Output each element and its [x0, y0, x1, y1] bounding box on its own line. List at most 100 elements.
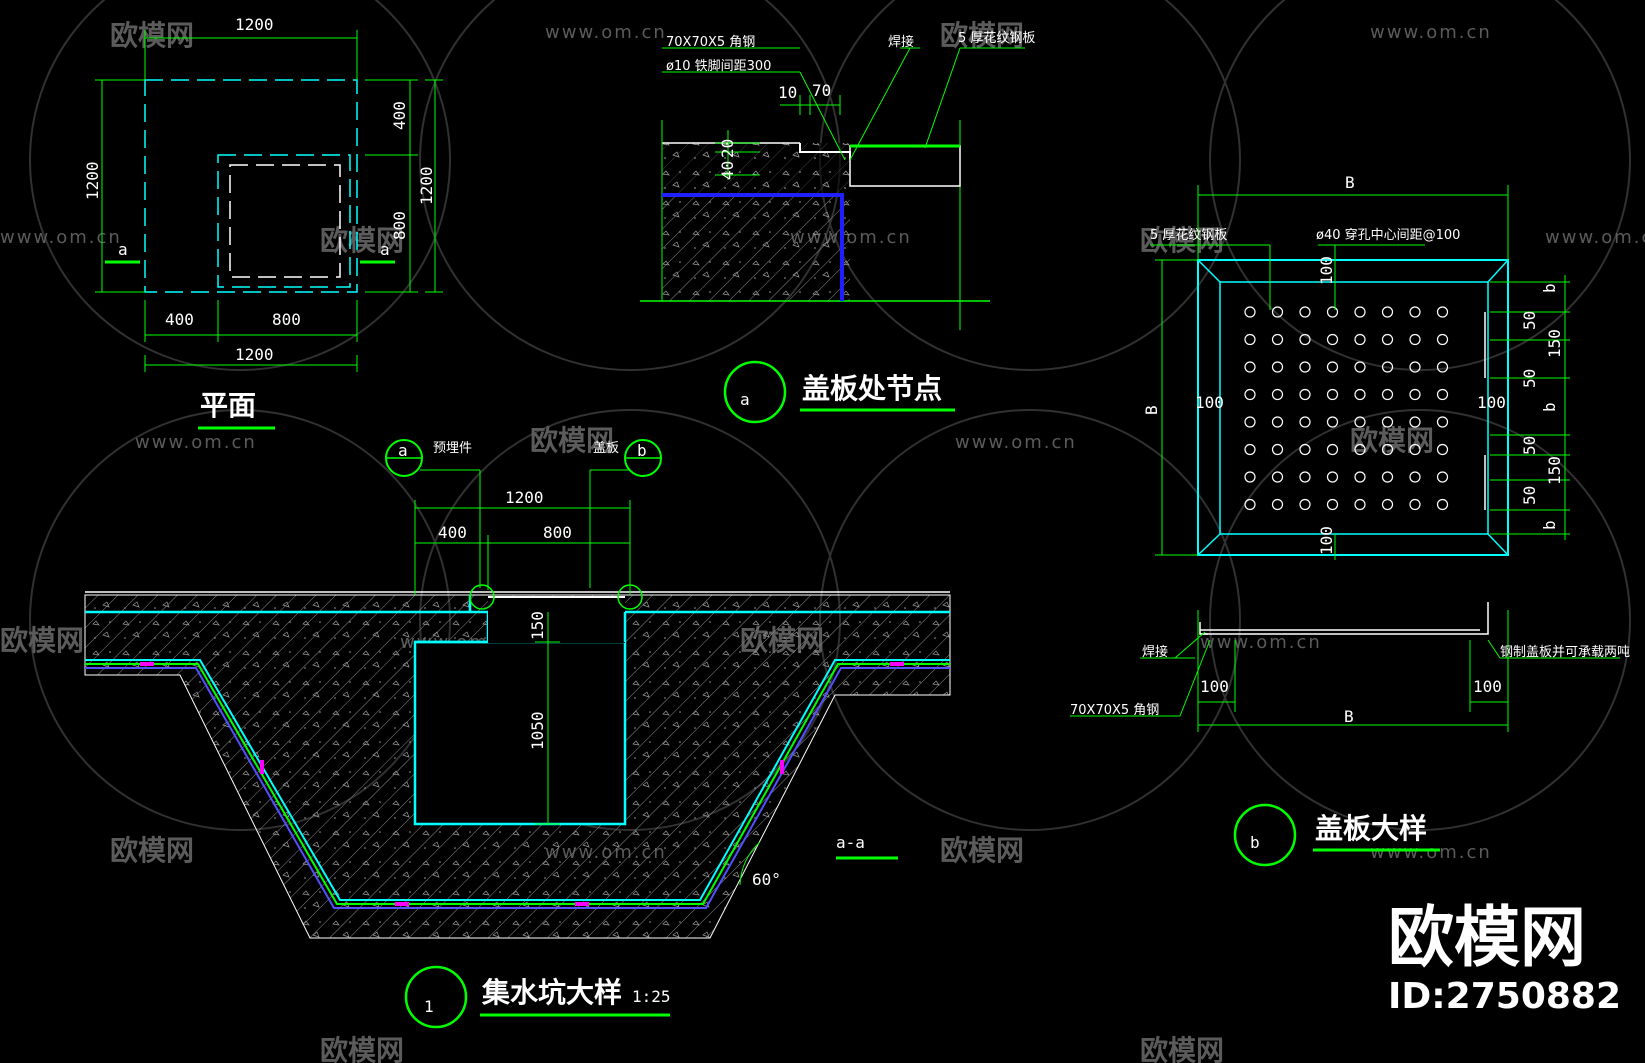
perforation-hole: [1409, 471, 1421, 483]
detail-b-dim-100-side-right: 100: [1473, 677, 1502, 696]
perforation-hole: [1381, 333, 1394, 346]
perforation-hole: [1271, 333, 1284, 346]
perforation-hole: [1326, 361, 1339, 373]
section-cut-label: a-a: [836, 833, 865, 852]
detail-b-dim-150-1: 150: [1545, 329, 1564, 358]
detail-b-dim-100-left: 100: [1195, 393, 1224, 412]
detail-a-symbol: a: [740, 390, 750, 409]
perforation-hole: [1381, 498, 1394, 511]
section-dim-left: 400: [438, 523, 467, 542]
section-cover-label: 盖板: [593, 441, 619, 456]
perforation-hole: [1381, 388, 1394, 401]
brand-logo-text: 欧模网: [1388, 899, 1586, 976]
detail-a-label-angle: 70X70X5 角钢: [666, 35, 755, 50]
section-view: a b 预埋件 盖板 1200 400 800 150 1050 60° a-a…: [84, 439, 951, 1029]
perforation-hole: [1299, 306, 1311, 318]
perforation-hole: [1409, 306, 1421, 318]
watermark-cn: 欧模网: [940, 19, 1024, 52]
plan-dim-bottom-total: 1200: [235, 345, 274, 364]
perforation-hole: [1271, 388, 1284, 401]
detail-b-label-plate: 5 厚花纹钢板: [1150, 227, 1227, 243]
brand-id: ID:2750882: [1388, 976, 1621, 1017]
watermark-cn: 欧模网: [110, 19, 194, 52]
detail-b-dim-B-bottom: B: [1344, 707, 1354, 726]
perforation-hole: [1299, 471, 1311, 483]
detail-b-label-note: 钢制盖板并可承载两吨: [1500, 645, 1630, 660]
perforation-hole: [1409, 333, 1421, 346]
perforation-hole: [1381, 471, 1394, 483]
perforation-hole: [1436, 388, 1449, 401]
detail-a: 70X70X5 角钢 ø10 铁脚间距300 焊接 5 厚花纹钢板 10 70 …: [640, 30, 1035, 424]
perforation-hole: [1436, 443, 1449, 456]
detail-b-inner: [1219, 281, 1489, 535]
detail-b-label-angle: 70X70X5 角钢: [1070, 703, 1159, 718]
perforation-hole: [1409, 498, 1421, 511]
plan-section-mark-left: a: [118, 240, 128, 259]
detail-a-label-rebar: ø10 铁脚间距300: [666, 58, 771, 74]
detail-b-label-weld: 焊接: [1142, 644, 1168, 660]
plan-dim-left: 1200: [83, 161, 102, 200]
section-callout-b: b: [637, 441, 647, 460]
plan-dim-bottom-right: 800: [272, 310, 301, 329]
plan-view: 1200 400 800 1200 1200 400 800 1200 a a …: [83, 15, 443, 430]
watermark-url: www.om.cn: [0, 227, 122, 248]
perforation-hole: [1244, 443, 1256, 456]
plan-section-mark-right: a: [380, 240, 390, 259]
plan-dim-right-total: 1200: [417, 166, 436, 205]
watermark-url: www.om.cn: [135, 432, 257, 453]
perforation-hole: [1354, 471, 1366, 483]
perforation-hole: [1271, 416, 1284, 428]
watermark-url: www.om.cn: [1370, 22, 1492, 43]
perforation-hole: [1436, 416, 1449, 428]
plan-dim-right-lower: 800: [390, 211, 409, 240]
perforation-hole: [1409, 388, 1421, 401]
plan-cover-outline: [229, 164, 341, 278]
detail-a-title: 盖板处节点: [802, 372, 942, 405]
detail-a-symbol-circle: [723, 360, 787, 424]
detail-b-dim-50-1: 50: [1520, 311, 1539, 330]
detail-b-dim-b-3: b: [1540, 520, 1559, 530]
detail-a-label-plate: 5 厚花纹钢板: [958, 30, 1035, 46]
detail-b-dim-B-left: B: [1142, 405, 1161, 415]
plan-pit-outline: [217, 154, 351, 288]
detail-a-label-weld: 焊接: [888, 34, 914, 50]
section-dim-150: 150: [528, 611, 547, 640]
perforation-hole: [1326, 333, 1339, 346]
detail-b: B B 5 厚花纹钢板 ø40 穿孔中心间距@100 100 100 100 1…: [1070, 173, 1630, 867]
perforation-hole: [1271, 306, 1284, 318]
watermark-cn: 欧模网: [1140, 1034, 1224, 1063]
perforation-hole: [1354, 498, 1366, 511]
detail-b-symbol-circle: [1233, 803, 1297, 867]
perforation-hole: [1436, 306, 1449, 318]
watermark-cn: 欧模网: [940, 834, 1024, 867]
detail-a-waterproof-layer: [662, 193, 844, 301]
perforation-hole: [1381, 443, 1394, 456]
detail-b-dim-50-2: 50: [1520, 369, 1539, 388]
perforation-hole: [1244, 416, 1256, 428]
perforation-hole: [1436, 471, 1449, 483]
plan-dim-top: 1200: [235, 15, 274, 34]
detail-b-dim-100-bottom: 100: [1317, 526, 1336, 555]
watermark-url: www.om.cn: [1545, 227, 1645, 248]
detail-b-dim-100-top: 100: [1317, 256, 1336, 285]
watermark-cn: 欧模网: [0, 624, 84, 657]
watermark-cn: 欧模网: [320, 1034, 404, 1063]
detail-b-dim-100-right: 100: [1477, 393, 1506, 412]
detail-b-dim-150-2: 150: [1545, 456, 1564, 485]
plan-dim-right-upper: 400: [390, 101, 409, 130]
watermark-url: www.om.cn: [1200, 632, 1322, 653]
section-dim-total: 1200: [505, 488, 544, 507]
section-dim-right: 800: [543, 523, 572, 542]
section-symbol: 1: [424, 997, 434, 1016]
perforation-hole: [1244, 333, 1256, 346]
perforation-hole: [1354, 333, 1366, 346]
section-title: 集水坑大样: [481, 976, 622, 1009]
perforation-hole: [1354, 416, 1366, 428]
perforation-hole: [1244, 361, 1256, 373]
detail-a-dim-40: 40: [718, 161, 737, 180]
detail-b-label-holes: ø40 穿孔中心间距@100: [1316, 227, 1460, 243]
perforation-hole: [1354, 306, 1366, 318]
perforation-hole: [1271, 498, 1284, 511]
perforation-hole: [1299, 361, 1311, 373]
